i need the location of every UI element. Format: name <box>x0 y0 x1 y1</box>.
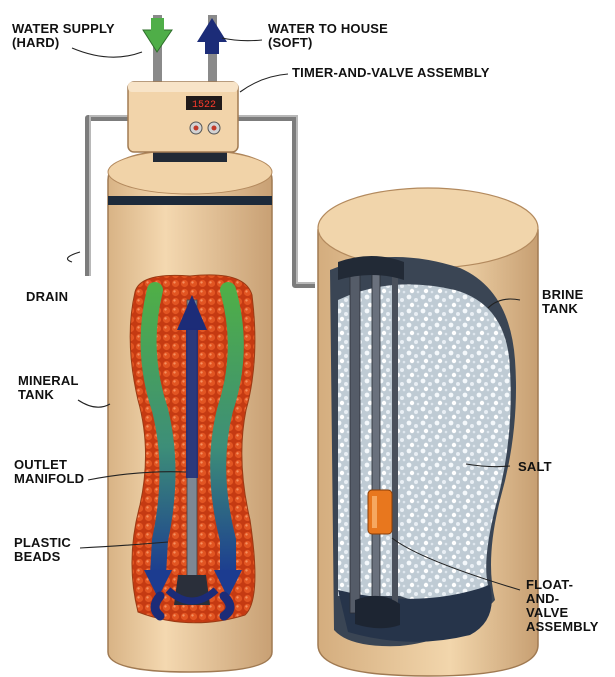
timer-display-digits: 1522 <box>192 100 216 111</box>
mineral-tank <box>108 150 272 672</box>
label-mineral-tank: MINERAL TANK <box>18 374 79 402</box>
timer-valve-assembly: 1522 <box>128 82 238 162</box>
float-valve <box>368 490 392 534</box>
label-timer-valve: TIMER-AND-VALVE ASSEMBLY <box>292 66 490 80</box>
hard-water-arrow-icon <box>143 30 172 52</box>
label-float-valve: FLOAT- AND- VALVE ASSEMBLY <box>526 578 599 634</box>
label-plastic-beads: PLASTIC BEADS <box>14 536 71 564</box>
label-water-supply: WATER SUPPLY (HARD) <box>12 22 115 50</box>
label-brine-tank: BRINE TANK <box>542 288 583 316</box>
label-salt: SALT <box>518 460 552 474</box>
brine-tank <box>318 188 538 676</box>
label-outlet-manifold: OUTLET MANIFOLD <box>14 458 84 486</box>
tank-band <box>108 196 272 205</box>
label-water-to-house: WATER TO HOUSE (SOFT) <box>268 22 388 50</box>
salt-bed <box>338 284 511 602</box>
label-drain: DRAIN <box>26 290 68 304</box>
